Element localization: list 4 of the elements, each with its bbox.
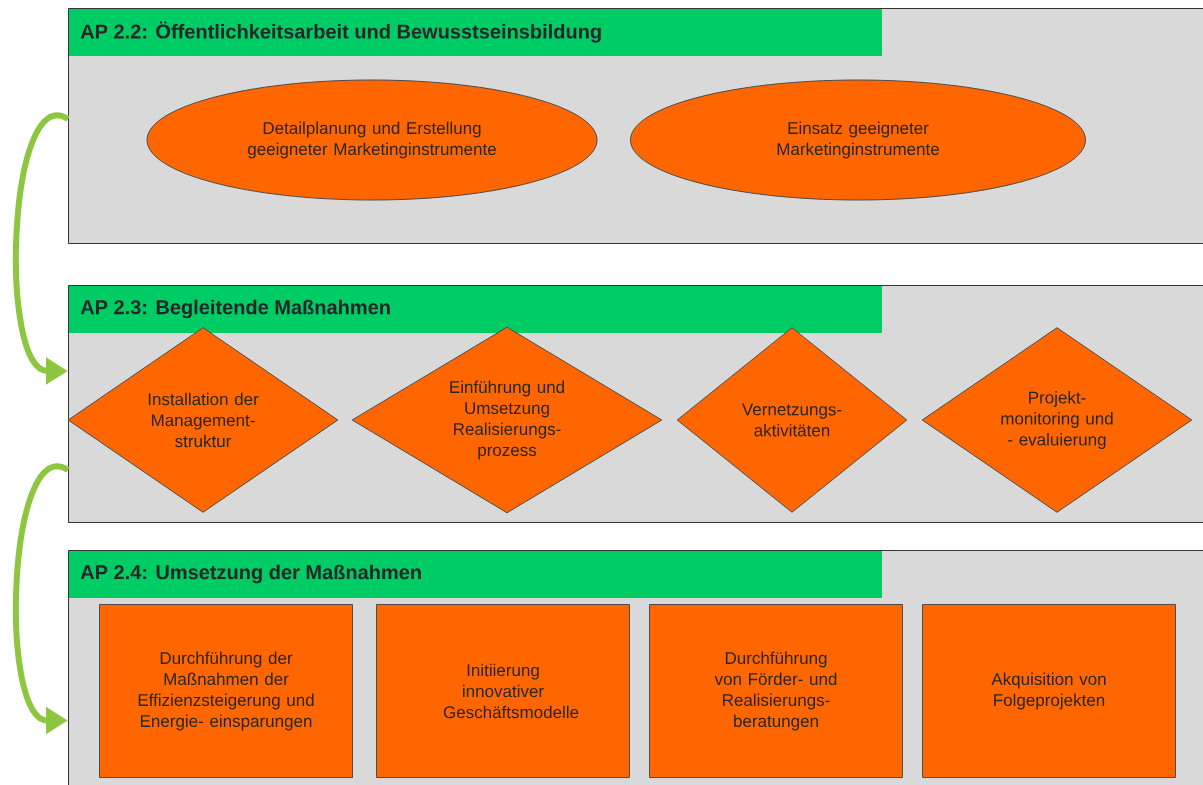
process-box: Durchführung von Förder- und Realisierungs- beratungen: [649, 604, 903, 778]
process-box: Akquisition von Folgeprojekten: [922, 604, 1176, 778]
process-box: Initiierung innovativer Geschäftsmodelle: [376, 604, 630, 778]
process-box: Durchführung der Maßnahmen der Effizienzsteigerung und Energie- einsparungen: [99, 604, 353, 778]
